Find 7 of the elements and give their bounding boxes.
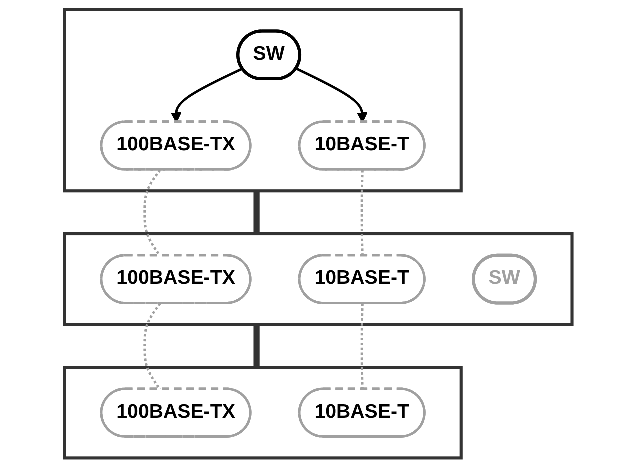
cluster [63,8,463,193]
connector [254,324,260,368]
connector [254,191,260,234]
arrow [170,68,244,123]
cluster [63,232,574,326]
arrow [296,68,368,123]
cluster [63,366,463,460]
